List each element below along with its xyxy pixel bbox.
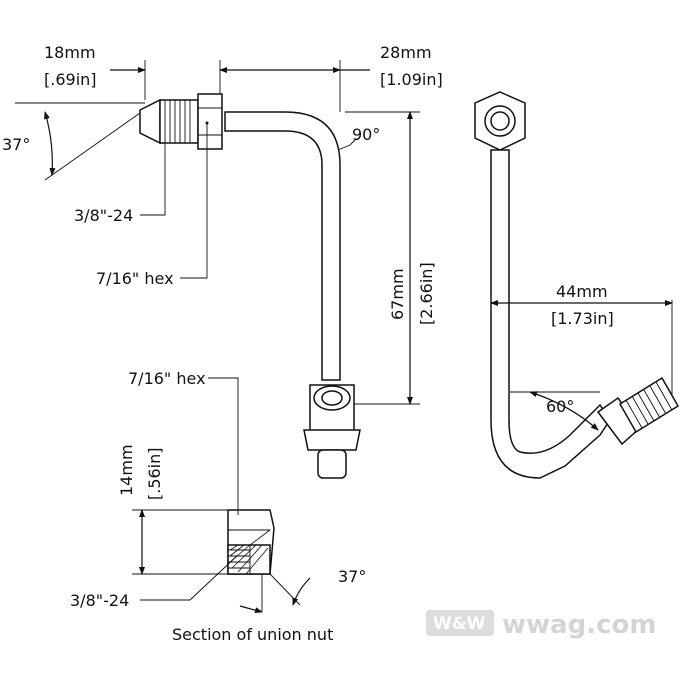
main-view-pipe [139,93,361,479]
callout-hex-nut: 7/16" hex [128,369,206,388]
dim-flare-length-mm: 18mm [44,43,96,62]
dim-height-in: [2.66in] [417,262,436,325]
dim-side-offset-mm: 44mm [556,282,608,301]
callout-hex-top: 7/16" hex [96,269,174,288]
section-caption: Section of union nut [172,625,333,644]
dim-nut-height-in: [.56in] [145,447,164,500]
angle-bend: 90° [352,125,380,144]
dim-offset-mm: 28mm [380,43,432,62]
angle-side-bend: 60° [546,397,574,416]
callout-thread-nut: 3/8"-24 [70,591,129,610]
dim-flare-length-in: [.69in] [44,70,97,89]
dim-lines-main [15,60,420,405]
angle-nut-flare: 37° [338,567,366,586]
dim-nut-height-mm: 14mm [117,444,136,496]
dim-height-mm: 67mm [388,268,407,320]
dim-lines-nut [132,377,311,614]
watermark-site: wwag.com [502,610,656,640]
angle-flare: 37° [2,135,30,154]
dim-offset-in: [1.09in] [380,70,443,89]
dim-lines-side [490,300,673,431]
callout-thread-top: 3/8"-24 [74,206,133,225]
union-nut-section [227,509,275,575]
watermark-badge: W&W [433,614,486,634]
side-view-pipe [474,91,680,479]
dim-side-offset-in: [1.73in] [551,309,614,328]
watermark-logo: W&W wwag.com [426,610,656,640]
